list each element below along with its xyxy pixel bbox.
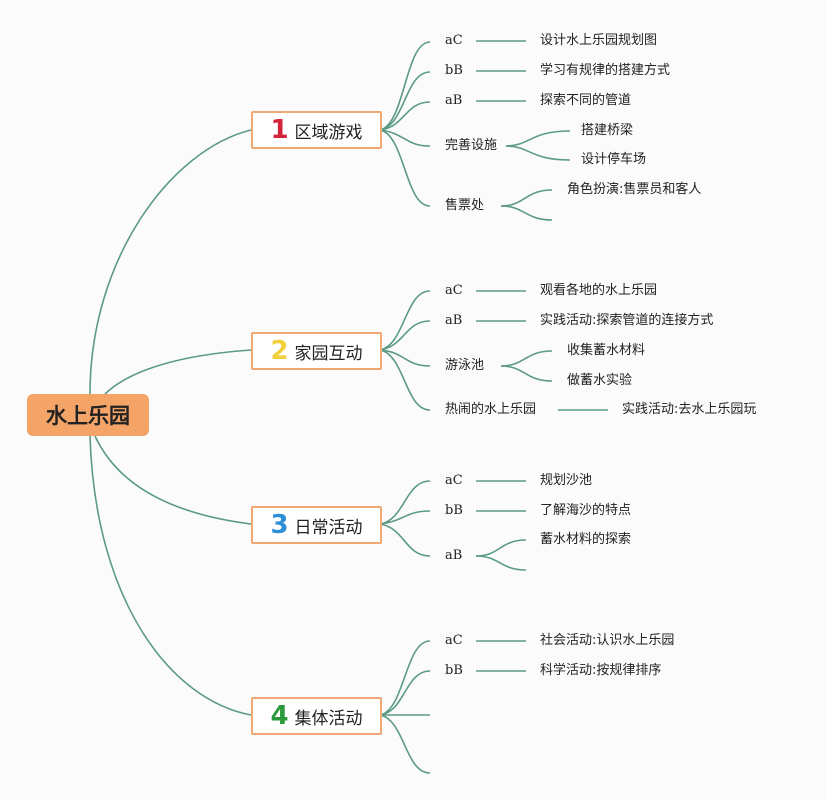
b2-item-2-child[interactable]: 实践活动:探索管道的连接方式 — [540, 313, 714, 328]
branch-3[interactable]: 3 日常活动 — [251, 506, 382, 544]
b4-item-1-child[interactable]: 社会活动:认识水上乐园 — [540, 633, 675, 648]
b1-item-4-child-2[interactable]: 设计停车场 — [581, 152, 647, 167]
branch-2-label: 家园互动 — [294, 343, 363, 364]
b4-item-1[interactable]: aC — [445, 633, 463, 648]
b2-item-3-child-2[interactable]: 做蓄水实验 — [567, 373, 633, 388]
edge-root-b2 — [104, 349, 252, 395]
branch-1-label: 区域游戏 — [294, 122, 363, 143]
b2-item-1[interactable]: aC — [445, 283, 463, 298]
b3-item-2-child[interactable]: 了解海沙的特点 — [540, 503, 632, 518]
b1-item-3[interactable]: aB — [445, 93, 463, 108]
branch-3-label: 日常活动 — [294, 517, 363, 538]
branch-1[interactable]: 1 区域游戏 — [251, 111, 382, 149]
b4-item-2-child[interactable]: 科学活动:按规律排序 — [540, 663, 662, 678]
root-label: 水上乐园 — [46, 404, 130, 428]
branch-1-number: 1 — [270, 115, 289, 145]
edge-root-b1 — [89, 129, 252, 395]
b2-item-4-child[interactable]: 实践活动:去水上乐园玩 — [622, 402, 757, 417]
b3-item-1-child[interactable]: 规划沙池 — [540, 473, 593, 488]
b1-item-4[interactable]: 完善设施 — [445, 138, 498, 153]
b2-item-4[interactable]: 热闹的水上乐园 — [445, 402, 537, 417]
b2-item-1-child[interactable]: 观看各地的水上乐园 — [540, 283, 658, 298]
b2-item-3[interactable]: 游泳池 — [445, 358, 485, 373]
b1-item-1-child[interactable]: 设计水上乐园规划图 — [540, 33, 658, 48]
b1-item-5-child-1[interactable]: 角色扮演:售票员和客人 — [567, 182, 702, 197]
branch-4[interactable]: 4 集体活动 — [251, 697, 382, 735]
branch-2-number: 2 — [270, 336, 289, 366]
b2-item-3-child-1[interactable]: 收集蓄水材料 — [567, 343, 646, 358]
b4-item-2[interactable]: bB — [445, 663, 463, 678]
root-node[interactable]: 水上乐园 — [27, 394, 149, 436]
edge-root-b4 — [89, 435, 252, 716]
b3-item-1[interactable]: aC — [445, 473, 463, 488]
b3-item-2[interactable]: bB — [445, 503, 463, 518]
branch-3-number: 3 — [270, 510, 289, 540]
b1-item-4-child-1[interactable]: 搭建桥梁 — [581, 123, 634, 138]
branch-4-label: 集体活动 — [294, 708, 363, 729]
b2-item-2[interactable]: aB — [445, 313, 463, 328]
branch-2[interactable]: 2 家园互动 — [251, 332, 382, 370]
b1-item-2-child[interactable]: 学习有规律的搭建方式 — [540, 63, 671, 78]
branch-4-number: 4 — [270, 701, 289, 731]
b3-item-3[interactable]: aB — [445, 548, 463, 563]
edge-root-b3 — [94, 435, 252, 525]
b1-item-5[interactable]: 售票处 — [445, 198, 485, 213]
b1-item-1[interactable]: aC — [445, 33, 463, 48]
b1-item-3-child[interactable]: 探索不同的管道 — [540, 93, 632, 108]
b1-item-2[interactable]: bB — [445, 63, 463, 78]
b3-item-3-child-1[interactable]: 蓄水材料的探索 — [540, 532, 632, 547]
